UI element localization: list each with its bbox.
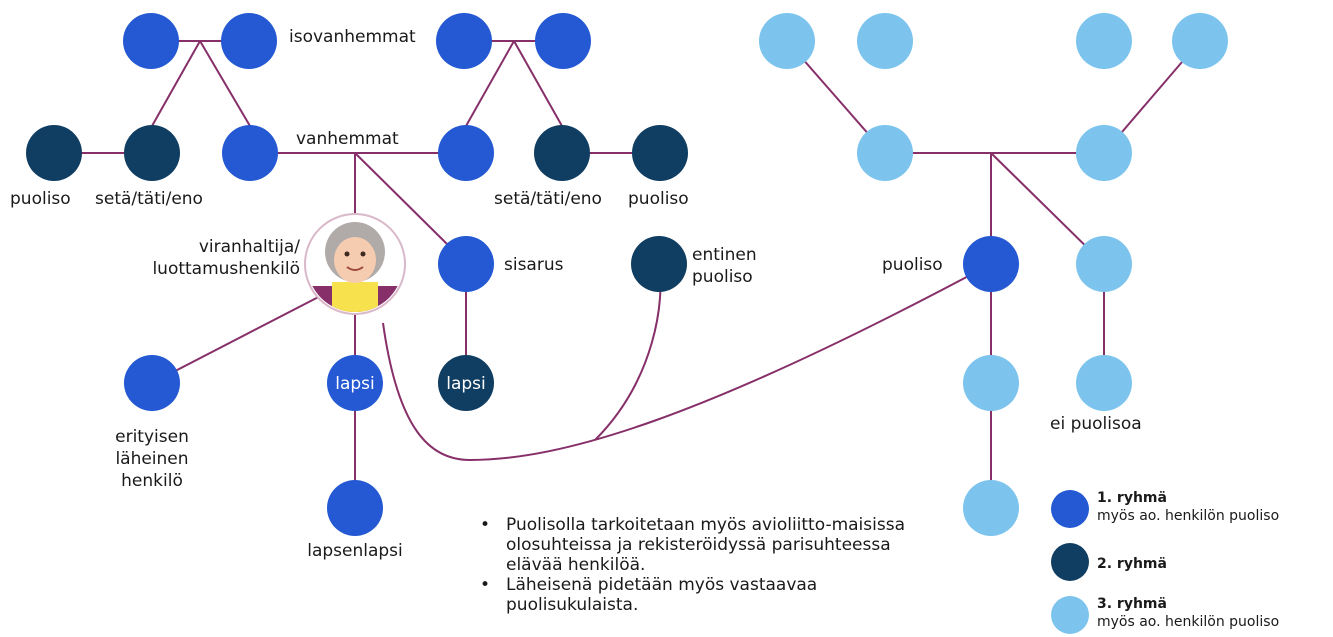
legend-subtitle-group3: myös ao. henkilön puoliso bbox=[1097, 614, 1280, 630]
spouse-center-node bbox=[963, 236, 1019, 292]
legend-subtitle-group1: myös ao. henkilön puoliso bbox=[1097, 508, 1280, 524]
note-item: Puolisolla tarkoitetaan myös avioliitto-… bbox=[478, 515, 938, 575]
edge bbox=[151, 40, 201, 127]
legend-swatch-group2 bbox=[1051, 543, 1089, 581]
official-avatar-icon bbox=[304, 213, 406, 315]
in-law-parent-node bbox=[1076, 125, 1132, 181]
label-uncle-left: setä/täti/eno bbox=[95, 189, 203, 209]
label-official-line1: viranhaltija/ bbox=[198, 237, 300, 257]
edge bbox=[513, 40, 563, 127]
close-person-node bbox=[124, 355, 180, 411]
legend-title-group3: 3. ryhmä bbox=[1097, 596, 1167, 612]
child-node bbox=[327, 355, 383, 411]
label-official: viranhaltija/ luottamushenkilö bbox=[150, 236, 300, 280]
grandparent-node bbox=[123, 13, 179, 69]
label-official-line2: luottamushenkilö bbox=[152, 259, 300, 279]
label-grandparents: isovanhemmat bbox=[289, 27, 416, 47]
label-parents: vanhemmat bbox=[296, 129, 399, 149]
label-close-person-line1: erityisen bbox=[115, 427, 189, 447]
sibling-child-node bbox=[438, 355, 494, 411]
legend-item-group1: 1. ryhmä myös ao. henkilön puoliso bbox=[1097, 489, 1279, 525]
in-law-grandparent-node bbox=[1076, 13, 1132, 69]
legend-title-group1: 1. ryhmä bbox=[1097, 490, 1167, 506]
in-law-grandparent-node bbox=[1172, 13, 1228, 69]
in-law-node bbox=[963, 480, 1019, 536]
uncle-aunt-node bbox=[534, 125, 590, 181]
edge bbox=[465, 40, 515, 127]
legend-item-group2: 2. ryhmä bbox=[1097, 555, 1167, 573]
legend-title-group2: 2. ryhmä bbox=[1097, 556, 1167, 572]
label-ex-spouse-line1: entinen bbox=[692, 245, 757, 265]
label-close-person: erityisen läheinen henkilö bbox=[92, 426, 212, 492]
label-spouse-left: puoliso bbox=[10, 189, 71, 209]
notes-list: Puolisolla tarkoitetaan myös avioliitto-… bbox=[478, 515, 938, 615]
sibling-node bbox=[438, 236, 494, 292]
grandchild-node bbox=[327, 480, 383, 536]
in-law-sibling-node bbox=[1076, 236, 1132, 292]
in-law-grandparent-node bbox=[857, 13, 913, 69]
note-item: Läheisenä pidetään myös vastaavaa puolis… bbox=[478, 575, 938, 615]
edge bbox=[354, 152, 448, 245]
in-law-parent-node bbox=[857, 125, 913, 181]
uncle-aunt-node bbox=[124, 125, 180, 181]
legend-swatch-group3 bbox=[1051, 596, 1089, 634]
legend-swatch-group1 bbox=[1051, 490, 1089, 528]
label-spouse-center: puoliso bbox=[882, 255, 943, 275]
in-law-node bbox=[963, 355, 1019, 411]
edge bbox=[199, 40, 251, 127]
grandparent-node bbox=[436, 13, 492, 69]
label-uncle-right: setä/täti/eno bbox=[494, 189, 602, 209]
parent-node bbox=[438, 125, 494, 181]
parent-node bbox=[222, 125, 278, 181]
in-law-grandparent-node bbox=[759, 13, 815, 69]
spouse-node bbox=[26, 125, 82, 181]
spouse-connection-curve bbox=[382, 263, 992, 462]
spouse-node bbox=[632, 125, 688, 181]
label-close-person-line3: henkilö bbox=[121, 471, 183, 491]
ex-spouse-node bbox=[631, 236, 687, 292]
child-node-label: lapsi bbox=[335, 374, 375, 394]
label-ex-spouse: entinen puoliso bbox=[692, 244, 757, 288]
label-spouse-right: puoliso bbox=[628, 189, 689, 209]
grandparent-node bbox=[221, 13, 277, 69]
in-law-node bbox=[1076, 355, 1132, 411]
sibling-child-node-label: lapsi bbox=[446, 374, 486, 394]
label-grandchild: lapsenlapsi bbox=[307, 541, 403, 561]
label-no-spouse: ei puolisoa bbox=[1050, 414, 1142, 434]
label-close-person-line2: läheinen bbox=[115, 449, 189, 469]
label-ex-spouse-line2: puoliso bbox=[692, 267, 753, 287]
label-sibling: sisarus bbox=[504, 255, 564, 275]
legend-item-group3: 3. ryhmä myös ao. henkilön puoliso bbox=[1097, 595, 1279, 631]
grandparent-node bbox=[535, 13, 591, 69]
edge bbox=[151, 289, 333, 384]
